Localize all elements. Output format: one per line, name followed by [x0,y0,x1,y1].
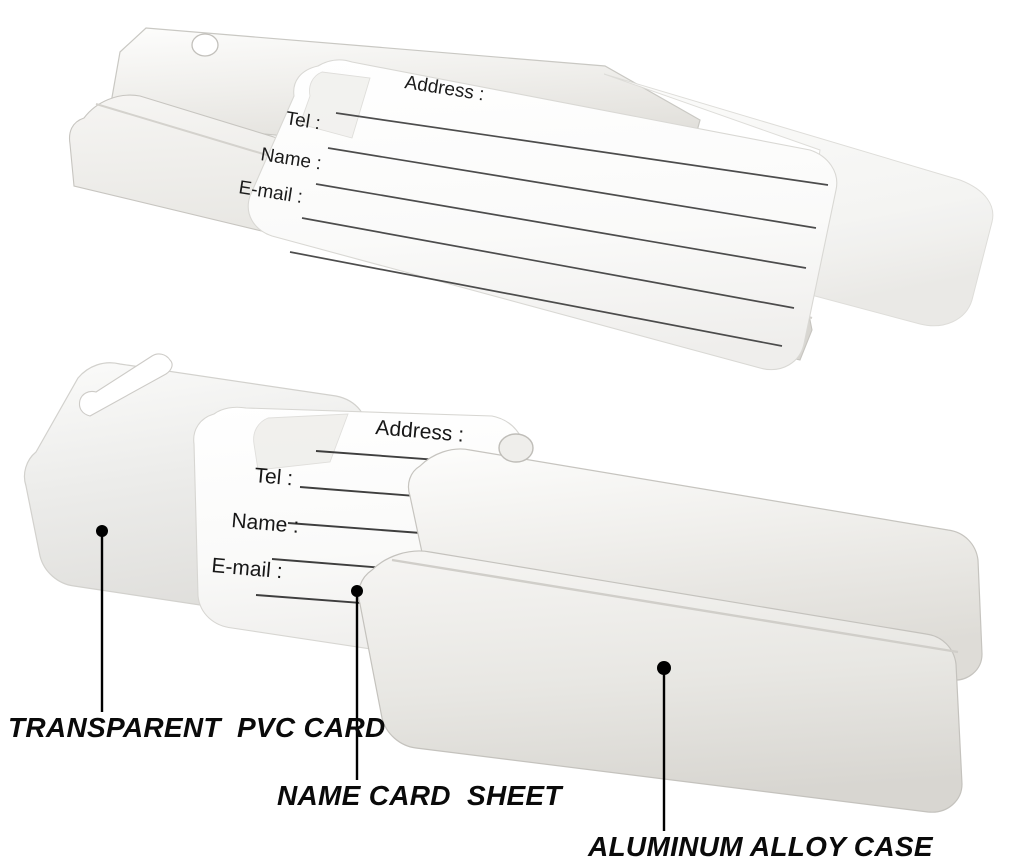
top-assembly: Address : Tel : Name : E-mail : [68,27,994,370]
top-name-card-sheet: Address : Tel : Name : E-mail : [237,59,838,370]
case-front-sleeve-lower [357,550,963,813]
card-sheet-notch [299,71,371,139]
bottom-assembly: Address : Tel : Name : E-mail : [23,353,983,813]
pvc-card-body [603,73,994,327]
card-sheet-notch-lower [253,413,349,471]
field-label-tel-lower: Tel : [254,464,294,490]
bottom-aluminum-case [357,433,983,813]
callout-leaders [96,525,671,831]
pvc-slot-hole [78,353,173,417]
leader-dot-pvc [96,525,108,537]
leader-dot-sheet [351,585,363,597]
case-hang-hole-round [191,33,219,57]
case-fold-crease-lower [391,558,959,654]
leader-dot-case [657,661,671,675]
callout-leader-sheet [351,585,363,780]
callout-leader-case [657,661,671,831]
callout-leader-pvc [96,525,108,712]
callout-label-transparent-pvc-card: TRANSPARENT PVC CARD [8,712,386,743]
case-hang-hole-round-lower [498,433,534,463]
card-sheet-rule-lines [289,112,829,347]
card-sheet-body [247,59,838,370]
callout-label-aluminum-alloy-case: ALUMINUM ALLOY CASE [588,831,933,862]
callout-label-name-card-sheet: NAME CARD SHEET [277,780,562,811]
top-transparent-pvc-card [603,73,994,327]
